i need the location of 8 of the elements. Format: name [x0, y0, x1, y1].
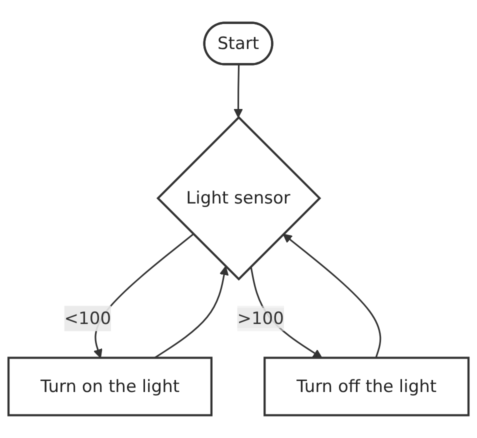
edge-label: <100: [64, 308, 112, 328]
node-box: Turn on the light: [7, 356, 212, 416]
node-box: Turn off the light: [264, 356, 470, 416]
arrow: [282, 234, 382, 358]
edge-label: >100: [237, 308, 284, 328]
node-diamond: Light sensor: [156, 116, 322, 281]
arrow: [154, 266, 229, 358]
arrow: [234, 64, 243, 118]
